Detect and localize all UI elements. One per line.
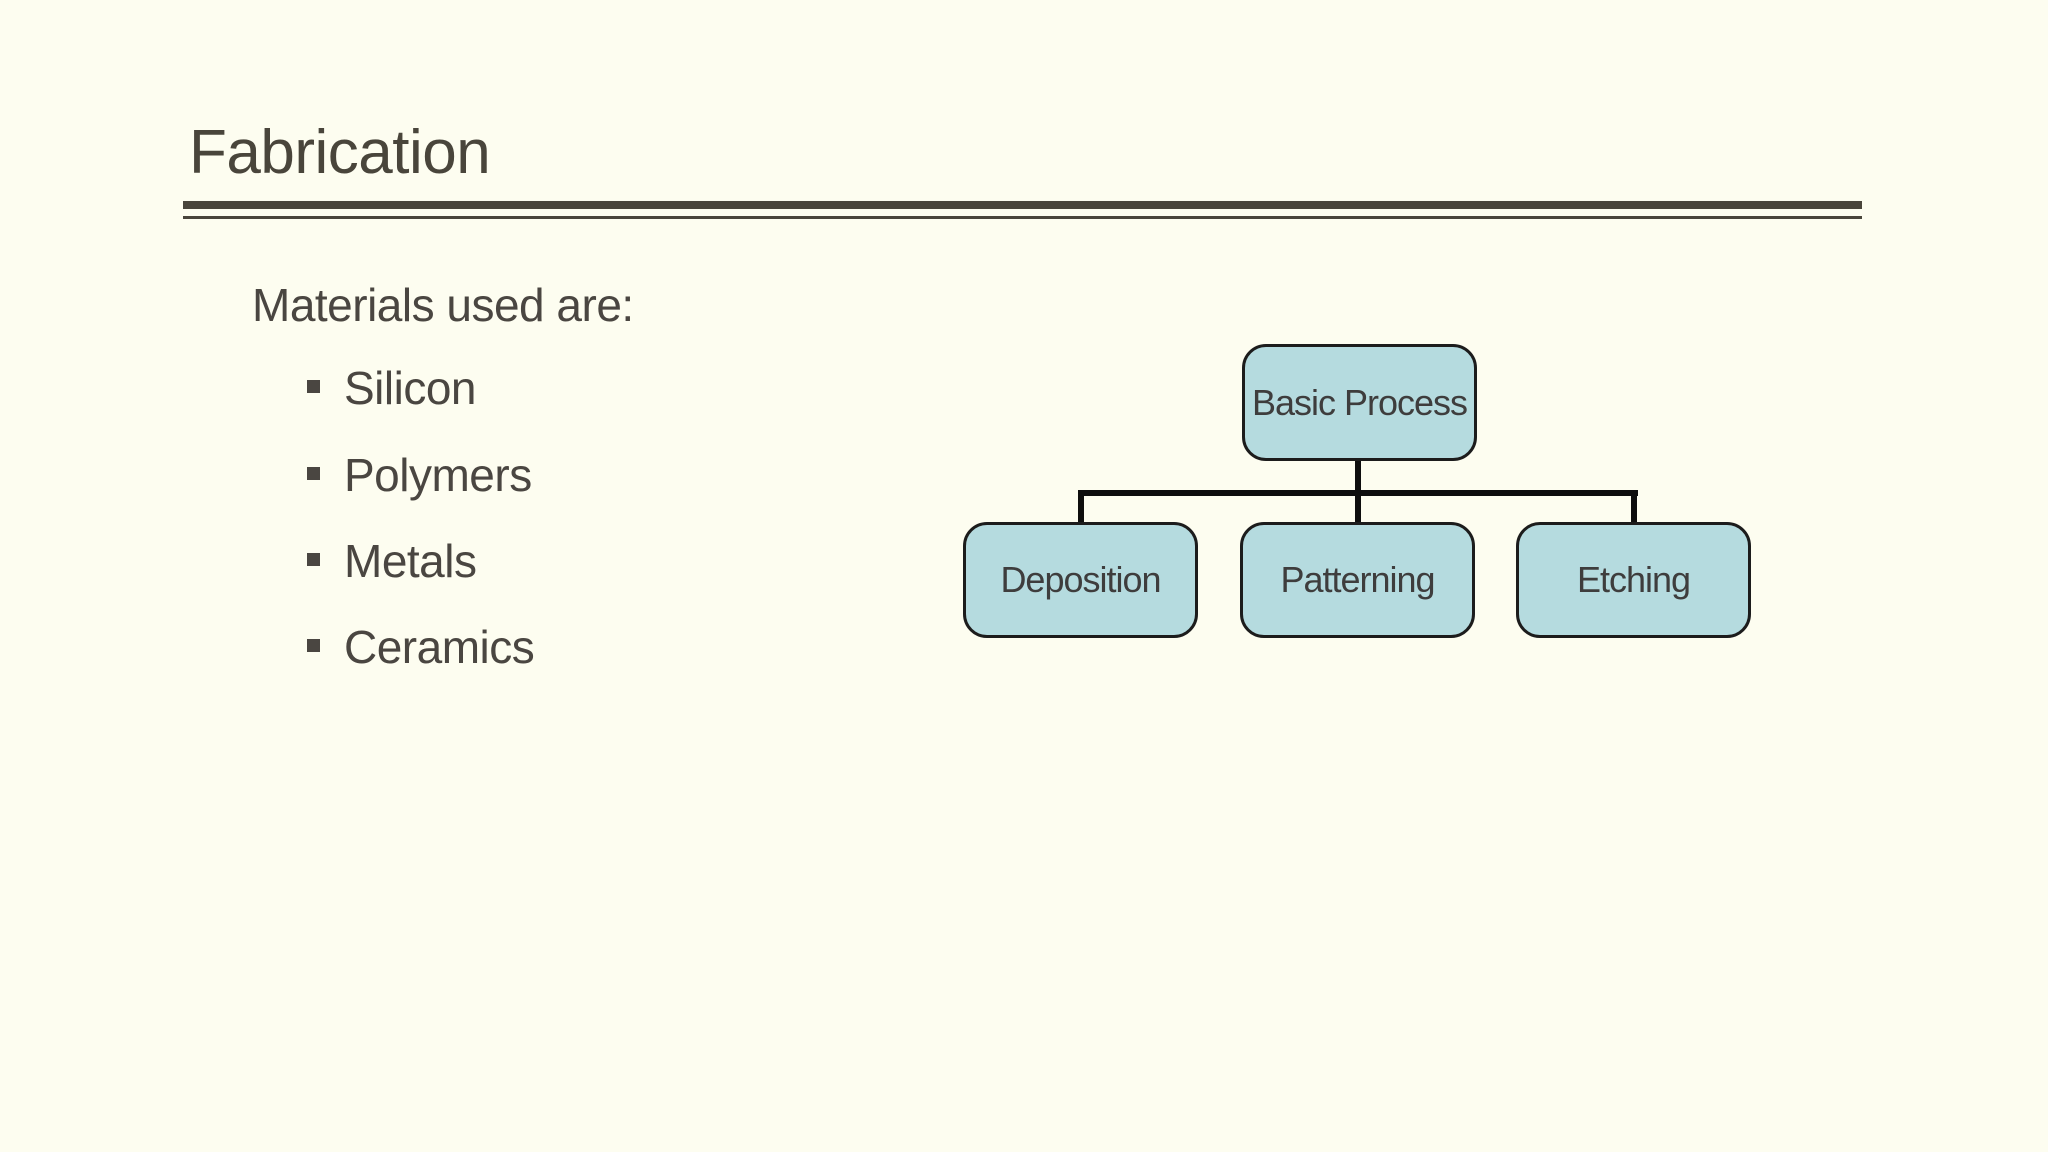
bullet-item: Ceramics [307,621,535,673]
bullet-square-icon [307,380,320,393]
intro-text: Materials used are: [252,279,634,331]
bullet-item-label: Silicon [344,362,477,414]
node-deposition: Deposition [963,522,1198,638]
bullet-square-icon [307,639,320,652]
node-patterning-label: Patterning [1280,559,1435,600]
node-etching-label: Etching [1576,559,1691,600]
bullet-item-label: Polymers [344,449,532,501]
title-rule-thin [183,216,1862,219]
node-basic-process-label: Basic Process [1251,381,1468,423]
node-patterning: Patterning [1240,522,1475,638]
bullet-item: Polymers [307,452,532,498]
bullet-item-label: Ceramics [344,621,535,673]
connector-drop-deposition [1078,490,1084,522]
connector-trunk [1355,461,1361,497]
connector-drop-etching [1631,490,1637,522]
node-etching: Etching [1516,522,1751,638]
bullet-item: Silicon [307,362,477,414]
bullet-square-icon [307,467,320,480]
bullet-square-icon [307,553,320,566]
connector-drop-patterning [1355,490,1361,522]
title-rule-thick [183,201,1862,209]
node-deposition-label: Deposition [1000,559,1161,600]
node-basic-process: Basic Process [1242,344,1477,461]
bullet-item-label: Metals [344,535,477,587]
slide-title: Fabrication [189,118,491,187]
bullet-item: Metals [307,535,477,587]
